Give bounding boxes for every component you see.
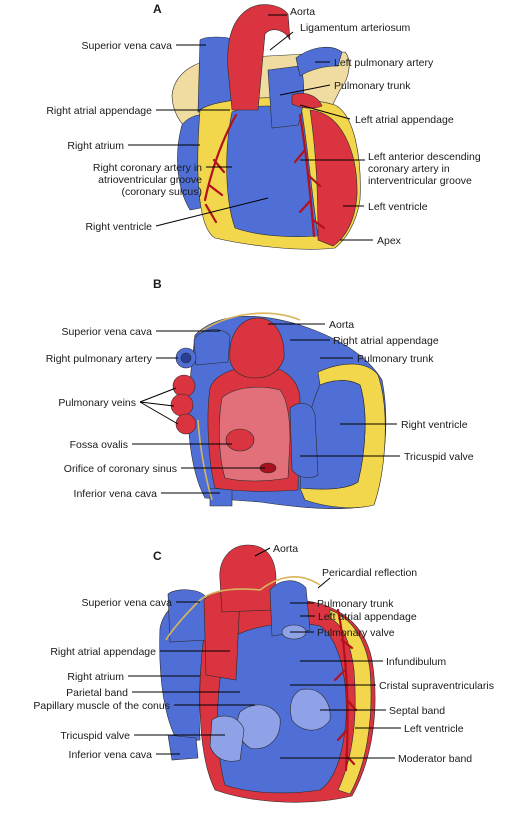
panel-b-pulmonary-vein-2 xyxy=(170,393,194,417)
panel-b-labels: Aorta Superior vena cava Right atrial ap… xyxy=(46,319,474,500)
panel-c-svc xyxy=(167,589,207,643)
panel-c-septal-band xyxy=(290,688,331,731)
label-c-infundibulum: Infundibulum xyxy=(386,656,446,668)
panel-c-pulmonary-trunk xyxy=(269,580,311,637)
label-c-moderator-band: Moderator band xyxy=(398,753,472,765)
label-superior-vena-cava: Superior vena cava xyxy=(82,40,173,52)
label-b-right-pulmonary-artery: Right pulmonary artery xyxy=(46,353,153,365)
panel-b-fossa-ovalis xyxy=(225,428,255,452)
label-c-pericardial-reflection: Pericardial reflection xyxy=(322,567,417,579)
panel-b-pericardial-line xyxy=(197,312,301,501)
panel-a-aorta xyxy=(227,4,291,111)
label-left-pulmonary-artery: Left pulmonary artery xyxy=(334,57,434,69)
panel-c-leader-lines xyxy=(128,547,401,759)
label-c-parietal-band: Parietal band xyxy=(66,687,128,699)
label-b-aorta: Aorta xyxy=(329,319,354,331)
label-b-orifice-coronary-sinus: Orifice of coronary sinus xyxy=(64,463,177,475)
panel-b-pulmonary-veins xyxy=(170,374,197,435)
panel-a-lad-artery xyxy=(293,113,326,238)
panel-c-tricuspid-valve xyxy=(209,715,245,762)
panel-b-heart-illustration xyxy=(170,312,387,510)
label-c-septal-band: Septal band xyxy=(389,705,445,717)
label-apex: Apex xyxy=(377,235,402,247)
panel-b-letter: B xyxy=(153,277,162,291)
label-b-inferior-vena-cava: Inferior vena cava xyxy=(74,488,158,500)
panel-c: C xyxy=(33,543,494,803)
panel-c-heart-illustration xyxy=(159,544,376,803)
panel-b: B xyxy=(46,277,474,510)
label-aorta: Aorta xyxy=(290,6,315,18)
panel-b-atrium-inner-wall xyxy=(219,386,291,482)
label-ligamentum-arteriosum: Ligamentum arteriosum xyxy=(300,22,411,34)
panel-a-letter: A xyxy=(153,2,162,16)
panel-c-aorta xyxy=(219,544,277,613)
panel-c-ivc xyxy=(167,734,199,761)
panel-a-heart-illustration xyxy=(171,4,361,250)
panel-b-pulmonary-vein-1 xyxy=(172,374,196,398)
label-b-pulmonary-trunk: Pulmonary trunk xyxy=(357,353,434,365)
panel-c-labels: Aorta Pericardial reflection Superior ve… xyxy=(33,543,494,765)
label-left-atrial-appendage: Left atrial appendage xyxy=(355,114,454,126)
label-c-pulmonary-valve: Pulmonary valve xyxy=(317,627,395,639)
panel-c-lv-vessels xyxy=(333,608,358,772)
label-c-right-atrium: Right atrium xyxy=(67,671,124,683)
label-c-aorta: Aorta xyxy=(273,543,298,555)
label-b-superior-vena-cava: Superior vena cava xyxy=(62,326,153,338)
panel-a: A xyxy=(46,2,481,250)
panel-b-svc xyxy=(193,329,231,366)
label-c-pulmonary-trunk: Pulmonary trunk xyxy=(317,598,394,610)
label-c-superior-vena-cava: Superior vena cava xyxy=(82,597,173,609)
label-c-papillary-muscle-conus: Papillary muscle of the conus xyxy=(33,700,170,712)
panel-b-leader-lines xyxy=(132,323,400,494)
label-c-left-atrial-appendage: Left atrial appendage xyxy=(318,611,417,623)
label-pulmonary-trunk: Pulmonary trunk xyxy=(334,80,411,92)
panel-c-pericardial-reflection xyxy=(165,575,321,641)
panel-b-tricuspid-valve xyxy=(289,402,319,479)
panel-b-aorta xyxy=(229,317,285,379)
panel-c-letter: C xyxy=(153,549,162,563)
label-b-right-ventricle: Right ventricle xyxy=(401,419,468,431)
label-c-inferior-vena-cava: Inferior vena cava xyxy=(69,749,153,761)
label-left-ventricle: Left ventricle xyxy=(368,201,428,213)
panel-b-right-pulmonary-artery-lumen xyxy=(180,352,192,364)
panel-a-labels: Aorta Ligamentum arteriosum Superior ven… xyxy=(46,6,480,247)
label-c-left-ventricle: Left ventricle xyxy=(404,723,464,735)
label-c-tricuspid-valve: Tricuspid valve xyxy=(60,730,130,742)
label-right-atrium: Right atrium xyxy=(67,140,124,152)
label-c-cristal-supraventricularis: Cristal supraventricularis xyxy=(379,680,494,692)
label-right-atrial-appendage: Right atrial appendage xyxy=(46,105,152,117)
panel-a-left-ventricle xyxy=(309,109,358,247)
label-b-fossa-ovalis: Fossa ovalis xyxy=(70,439,128,451)
panel-b-pulmonary-vein-3 xyxy=(175,413,197,435)
label-right-ventricle: Right ventricle xyxy=(85,221,152,233)
panel-a-leader-lines xyxy=(128,14,373,241)
panel-a-left-atrial-appendage xyxy=(291,92,323,109)
panel-a-right-coronary-artery xyxy=(203,113,238,224)
label-c-right-atrial-appendage: Right atrial appendage xyxy=(50,646,156,658)
panel-b-ivc xyxy=(209,487,233,507)
label-b-pulmonary-veins: Pulmonary veins xyxy=(58,397,136,409)
label-b-tricuspid-valve: Tricuspid valve xyxy=(404,451,474,463)
panel-c-lv-fat xyxy=(329,609,372,795)
label-b-right-atrial-appendage: Right atrial appendage xyxy=(333,335,439,347)
